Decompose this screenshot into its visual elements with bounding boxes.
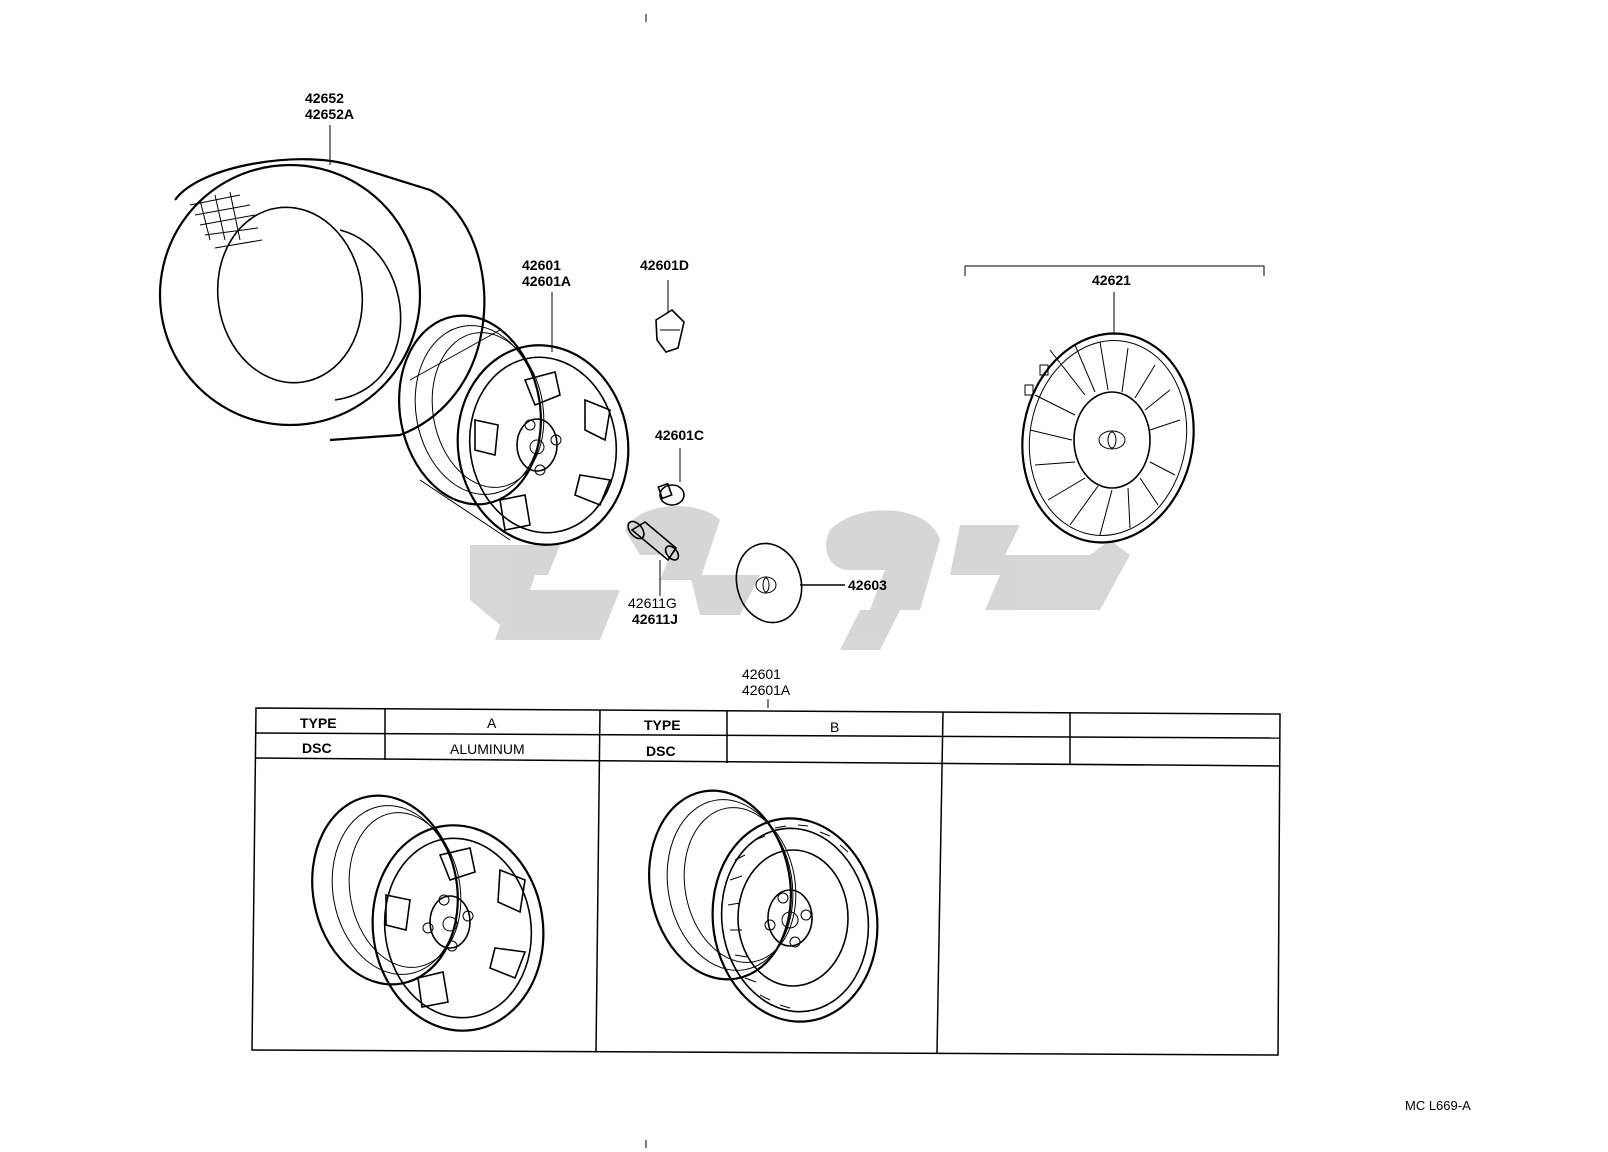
tire-drawing	[158, 158, 486, 442]
table-type-header-a: TYPE	[300, 715, 337, 731]
wheel-cover-bracket	[964, 265, 1265, 276]
table-dsc-header-b: DSC	[646, 743, 676, 759]
table-ref-part-no-1: 42601	[742, 666, 781, 682]
wheel-cover-drawing	[1021, 332, 1195, 544]
tire-part-no-1: 42652	[305, 90, 344, 106]
table-type-b-value: B	[830, 719, 839, 735]
wheel-type-table	[251, 707, 1281, 1056]
center-cap-drawing	[735, 542, 803, 624]
aluminum-wheel-illustration	[311, 794, 545, 1032]
center-cap-part-no: 42603	[848, 577, 887, 593]
steel-wheel-illustration	[648, 789, 879, 1023]
valve-part-no-1: 42611G	[628, 595, 677, 611]
valve-part-no-2: 42611J	[632, 611, 678, 627]
valve-cap-drawing	[655, 308, 685, 353]
table-dsc-a-value: ALUMINUM	[450, 741, 525, 757]
table-ref-part-no-2: 42601A	[742, 682, 791, 698]
diagram-code: MC L669-A	[1405, 1098, 1471, 1113]
watermark-logo	[470, 506, 1130, 650]
wheel-cover-part-no: 42621	[1092, 272, 1131, 288]
wheel-part-no-1: 42601	[522, 257, 561, 273]
valve-stem-drawing	[627, 520, 680, 562]
valve-cap-part-no: 42601D	[640, 257, 689, 273]
aluminum-wheel-drawing	[398, 314, 630, 546]
valve-core-drawing	[657, 482, 685, 506]
table-type-a-value: A	[487, 715, 497, 731]
tire-part-no-2: 42652A	[305, 106, 354, 122]
wheel-part-no-2: 42601A	[522, 273, 571, 289]
table-dsc-header-a: DSC	[302, 740, 332, 756]
table-type-header-b: TYPE	[644, 717, 681, 733]
valve-core-part-no: 42601C	[655, 427, 704, 443]
